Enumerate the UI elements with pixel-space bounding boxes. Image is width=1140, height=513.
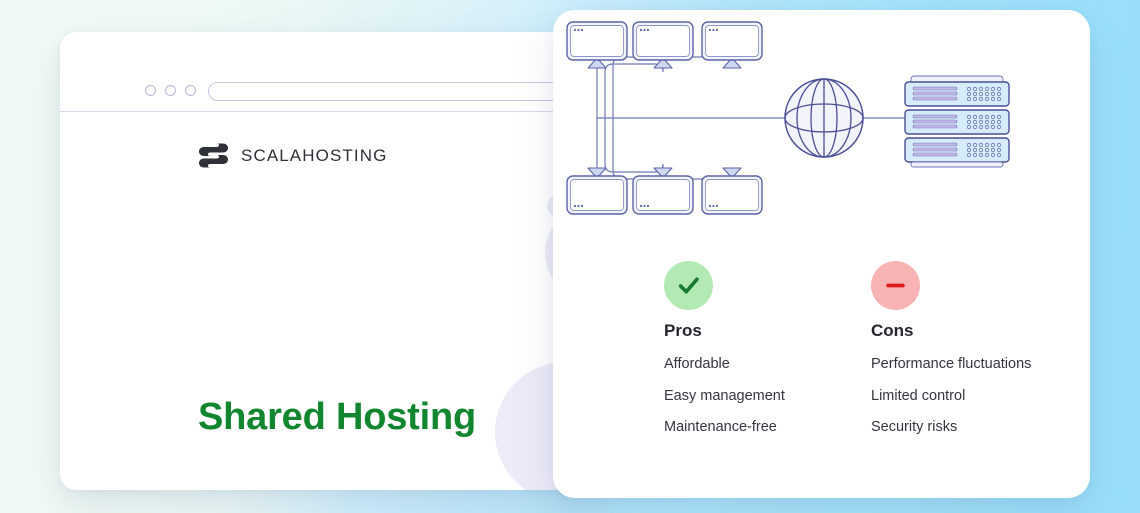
minus-icon	[886, 283, 905, 288]
client-monitor-top-3	[701, 21, 763, 69]
check-icon	[678, 277, 699, 294]
chrome-divider	[60, 111, 604, 112]
server-unit-1	[904, 75, 1010, 107]
network-topology-diagram	[566, 21, 1010, 215]
internet-globe-icon	[784, 78, 864, 158]
client-monitor-top-2	[632, 21, 694, 69]
client-monitor-bottom-1	[566, 167, 628, 215]
list-item: Security risks	[871, 419, 958, 435]
client-monitor-bottom-3	[701, 167, 763, 215]
info-card: Pros Affordable Easy management Maintena…	[553, 10, 1090, 498]
list-item: Easy management	[664, 387, 785, 404]
brand-logo: SCALAHOSTING	[198, 142, 387, 169]
cons-list: Performance fluctuations Limited control…	[871, 357, 1031, 435]
brand-name: SCALAHOSTING	[241, 145, 388, 165]
close-dot-icon[interactable]	[145, 85, 156, 96]
server-unit-3	[904, 137, 1010, 168]
scalahosting-s-logo-icon	[199, 143, 228, 168]
pros-column: Pros Affordable Easy management Maintena…	[664, 261, 785, 435]
browser-window: SCALAHOSTING Shared Hosting	[60, 32, 604, 490]
client-monitors-top	[566, 21, 763, 69]
cons-column: Cons Performance fluctuations Limited co…	[871, 261, 1031, 435]
address-bar-input[interactable]	[208, 82, 604, 101]
pros-badge	[664, 261, 713, 310]
cons-badge	[871, 261, 920, 310]
list-item: Affordable	[664, 356, 730, 372]
pros-title: Pros	[664, 321, 702, 340]
server-rack-icon	[904, 75, 1010, 168]
client-monitors-bottom	[566, 167, 763, 215]
client-monitor-bottom-2	[632, 167, 694, 215]
page-title: Shared Hosting	[198, 396, 477, 438]
list-item: Limited control	[871, 387, 966, 404]
list-item: Maintenance-free	[664, 419, 777, 435]
minimize-dot-icon[interactable]	[165, 85, 176, 96]
list-item: Performance fluctuations	[871, 356, 1032, 372]
cons-title: Cons	[871, 321, 914, 340]
pros-cons-section: Pros Affordable Easy management Maintena…	[553, 10, 1090, 498]
client-monitor-top-1	[566, 21, 628, 69]
pros-list: Affordable Easy management Maintenance-f…	[664, 357, 785, 435]
browser-chrome	[60, 32, 604, 81]
maximize-dot-icon[interactable]	[185, 85, 196, 96]
server-unit-2	[904, 109, 1010, 135]
